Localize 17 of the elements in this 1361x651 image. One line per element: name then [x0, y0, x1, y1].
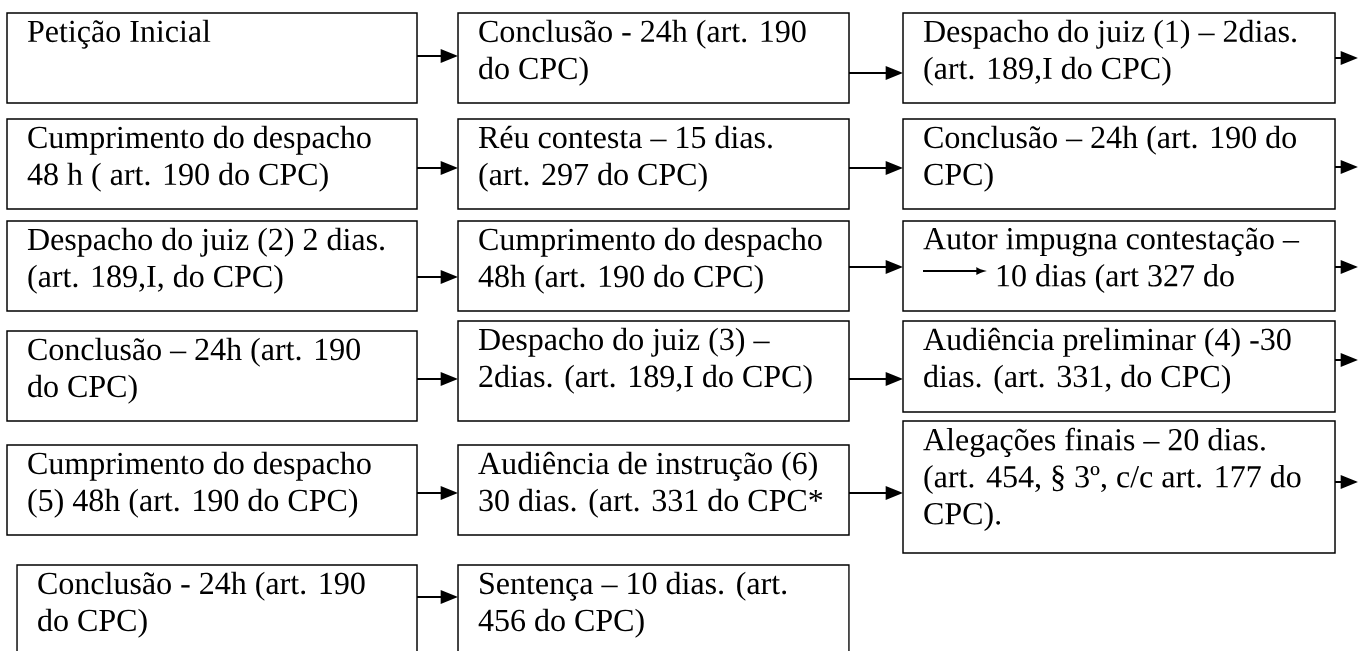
process-box: Conclusão - 24h (art. 190 do CPC) [457, 12, 850, 104]
process-box: Conclusão – 24h (art. 190 do CPC) [902, 118, 1336, 210]
process-box: Audiência de instrução (6) 30 dias. (art. 331 do CPC* [457, 444, 850, 536]
process-box: Réu contesta – 15 dias. (art. 297 do CPC) [457, 118, 850, 210]
process-box: Cumprimento do despacho 48 h ( art. 190 do CPC) [6, 118, 418, 210]
process-box: Despacho do juiz (2) 2 dias. (art. 189,I, do CPC) [6, 220, 418, 312]
process-box: Autor impugna contestação – 10 dias (art 327 do [902, 220, 1336, 312]
process-box: Audiência preliminar (4) -30 dias. (art. 331, do CPC) [902, 320, 1336, 413]
process-box: Conclusão – 24h (art. 190 do CPC) [6, 330, 418, 422]
process-box: Despacho do juiz (1) – 2dias. (art. 189,I do CPC) [902, 12, 1336, 104]
process-box: Petição Inicial [6, 12, 418, 104]
process-box: Conclusão - 24h (art. 190 do CPC) [16, 564, 418, 651]
process-box: Cumprimento do despacho (5) 48h (art. 190 do CPC) [6, 444, 418, 536]
process-box: Despacho do juiz (3) – 2dias. (art. 189,I do CPC) [457, 320, 850, 422]
process-box: Sentença – 10 dias. (art. 456 do CPC) [457, 564, 850, 651]
process-box: Cumprimento do despacho 48h (art. 190 do CPC) [457, 220, 850, 312]
process-box: Alegações finais – 20 dias. (art. 454, § 3º, c/c art. 177 do CPC). [902, 420, 1336, 554]
